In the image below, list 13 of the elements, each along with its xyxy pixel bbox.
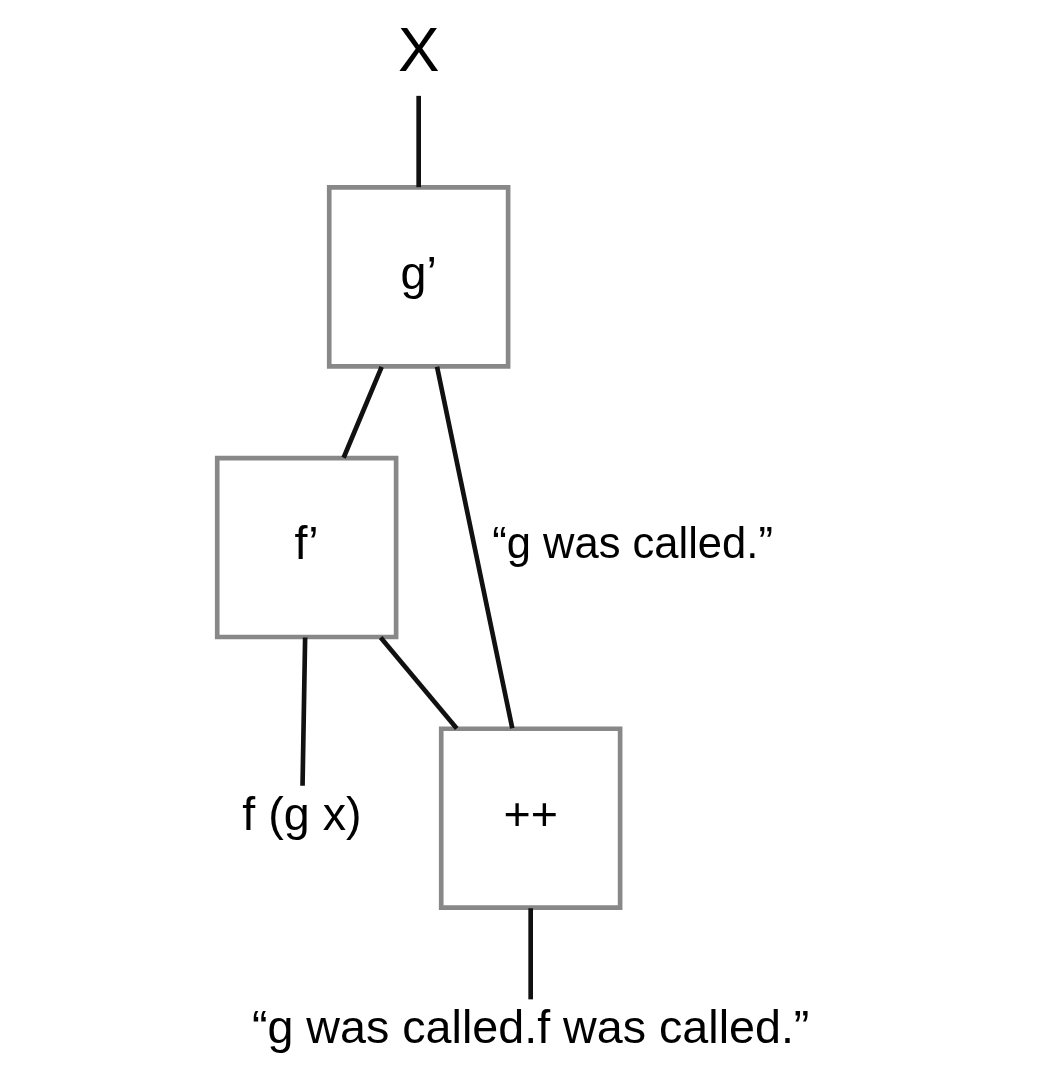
node-box: g’: [326, 185, 510, 369]
connector: [299, 637, 307, 786]
connector: [434, 366, 515, 729]
node-text: X: [397, 14, 439, 84]
node-box: f’: [214, 455, 398, 640]
connector: [340, 365, 384, 459]
node-text: “g was called.f was called.”: [251, 1001, 809, 1053]
connector: [415, 95, 421, 188]
node-text: f (g x): [241, 787, 362, 840]
connector: [527, 908, 533, 1000]
connector: [378, 635, 459, 730]
node-box: ++: [438, 726, 622, 910]
edge-label: “g was called.”: [491, 519, 773, 568]
